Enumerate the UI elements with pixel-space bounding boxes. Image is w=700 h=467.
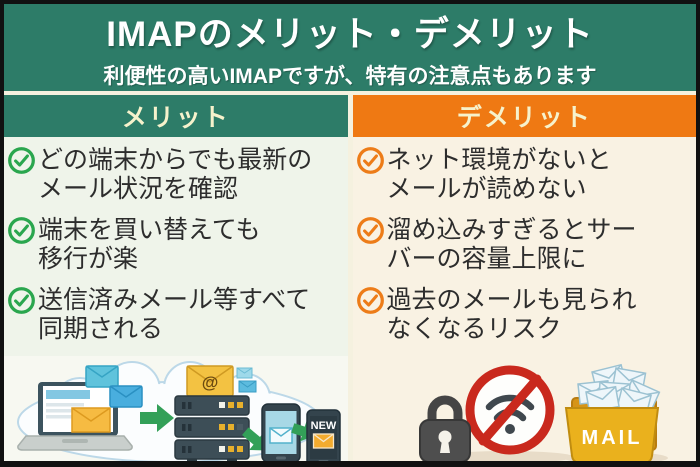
offline-risk-illustration: MAIL	[353, 356, 697, 461]
check-circle-icon	[7, 216, 38, 245]
list-item: 送信済みメール等すべて 同期される	[7, 286, 347, 344]
shadow	[438, 451, 575, 461]
envelope-icon: @	[186, 365, 234, 397]
list-item: どの端末からでも最新の メール状況を確認	[7, 146, 347, 204]
check-circle-icon	[7, 286, 38, 315]
check-circle-icon	[356, 216, 387, 245]
folder-label: MAIL	[582, 427, 643, 449]
envelope-icon	[109, 385, 143, 408]
comparison-columns: メリット どの端末からでも最新の メール状況を確認 端末を買い替えても 移行が楽	[4, 95, 696, 461]
demerit-item-text: 溜め込みすぎるとサー バーの容量上限に	[386, 216, 637, 273]
list-item: 端末を買い替えても 移行が楽	[7, 216, 347, 274]
padlock-icon	[419, 395, 472, 461]
envelope-icon	[312, 433, 334, 449]
merit-column-body: どの端末からでも最新の メール状況を確認 端末を買い替えても 移行が楽 送信済み…	[4, 137, 348, 461]
envelope-icon	[238, 380, 257, 393]
merit-item-text: 端末を買い替えても 移行が楽	[38, 216, 261, 273]
demerit-column-body: ネット環境がないと メールが読めない 溜め込みすぎるとサー バーの容量上限に 過…	[352, 137, 697, 461]
page-subtitle: 利便性の高いIMAPですが、特有の注意点もあります	[103, 64, 597, 88]
list-item: ネット環境がないと メールが読めない	[356, 146, 696, 204]
list-item: 溜め込みすぎるとサー バーの容量上限に	[356, 216, 696, 274]
demerit-item-text: ネット環境がないと メールが読めない	[386, 146, 612, 203]
laptop-icon	[16, 382, 133, 451]
check-circle-icon	[356, 146, 387, 175]
new-badge: NEW	[310, 420, 336, 432]
merit-column: メリット どの端末からでも最新の メール状況を確認 端末を買い替えても 移行が楽	[4, 95, 348, 461]
check-circle-icon	[356, 286, 387, 315]
no-wifi-icon	[465, 365, 555, 455]
server-icon: @	[174, 365, 257, 461]
arrow-icon	[139, 404, 174, 432]
mail-folder-icon: MAIL	[565, 363, 661, 461]
page-title: IMAPのメリット・デメリット	[106, 14, 594, 54]
envelope-icon	[85, 365, 119, 388]
merit-item-text: どの端末からでも最新の メール状況を確認	[38, 146, 313, 203]
header: IMAPのメリット・デメリット 利便性の高いIMAPですが、特有の注意点もありま…	[4, 4, 696, 91]
list-item: 過去のメールも見られ なくなるリスク	[356, 286, 696, 344]
envelope-icon	[71, 407, 111, 433]
envelope-icon	[236, 367, 253, 379]
mail-sync-illustration: @	[4, 356, 348, 461]
header-separator	[4, 91, 696, 95]
envelope-icon	[269, 427, 293, 444]
new-phone-icon: NEW	[306, 409, 341, 461]
merit-list: どの端末からでも最新の メール状況を確認 端末を買い替えても 移行が楽 送信済み…	[4, 137, 348, 356]
demerit-column-header: デメリット	[352, 95, 696, 137]
at-symbol: @	[201, 373, 218, 392]
demerit-column: デメリット ネット環境がないと メールが読めない 溜め込みすぎるとサー バーの容…	[352, 95, 697, 461]
demerit-list: ネット環境がないと メールが読めない 溜め込みすぎるとサー バーの容量上限に 過…	[353, 137, 697, 356]
demerit-item-text: 過去のメールも見られ なくなるリスク	[386, 286, 637, 343]
merit-item-text: 送信済みメール等すべて 同期される	[38, 286, 311, 343]
merit-column-header: メリット	[4, 95, 348, 137]
check-circle-icon	[7, 146, 38, 175]
